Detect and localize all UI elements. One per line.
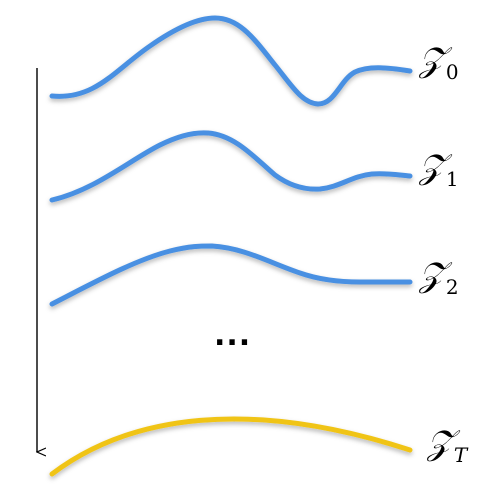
label-zT: 𝒵T <box>427 423 468 467</box>
ellipsis: ... <box>214 318 252 353</box>
curve-zT <box>49 416 413 477</box>
label-z0: 𝒵0 <box>419 40 459 84</box>
curve-z1 <box>49 130 413 203</box>
label-z1: 𝒵1 <box>419 147 459 191</box>
curve-z2 <box>49 243 413 307</box>
curve-z0 <box>49 15 413 107</box>
label-z2: 𝒵2 <box>419 255 459 299</box>
